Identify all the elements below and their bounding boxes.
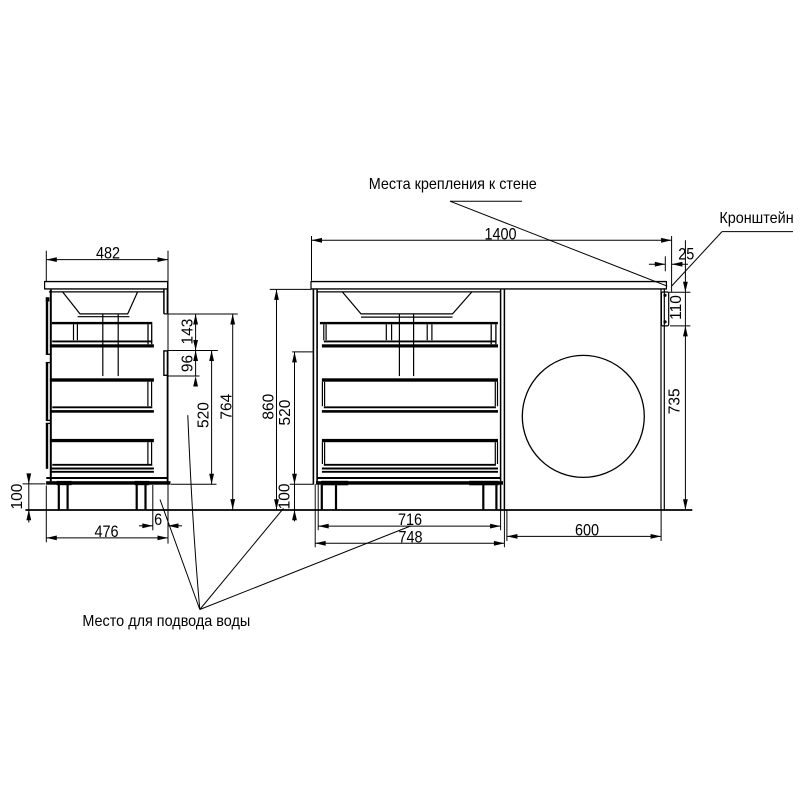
svg-text:100: 100 [9, 483, 26, 509]
svg-text:143: 143 [180, 319, 197, 345]
svg-text:735: 735 [667, 388, 684, 414]
svg-text:520: 520 [196, 402, 213, 428]
svg-text:1400: 1400 [484, 225, 516, 243]
svg-text:600: 600 [575, 521, 599, 539]
svg-text:764: 764 [218, 393, 235, 419]
svg-text:25: 25 [678, 245, 694, 263]
svg-text:748: 748 [398, 528, 422, 546]
svg-text:482: 482 [96, 245, 120, 263]
svg-text:100: 100 [277, 483, 294, 509]
svg-text:716: 716 [398, 511, 422, 529]
svg-text:860: 860 [261, 393, 278, 419]
svg-text:Места крепления к стене: Места крепления к стене [369, 175, 537, 193]
svg-text:520: 520 [277, 399, 294, 425]
svg-text:476: 476 [94, 523, 118, 541]
svg-text:110: 110 [668, 295, 685, 320]
svg-text:Место для подвода воды: Место для подвода воды [82, 613, 250, 631]
svg-text:Кронштейн: Кронштейн [719, 209, 793, 227]
svg-text:96: 96 [180, 355, 197, 372]
svg-text:6: 6 [154, 511, 162, 529]
